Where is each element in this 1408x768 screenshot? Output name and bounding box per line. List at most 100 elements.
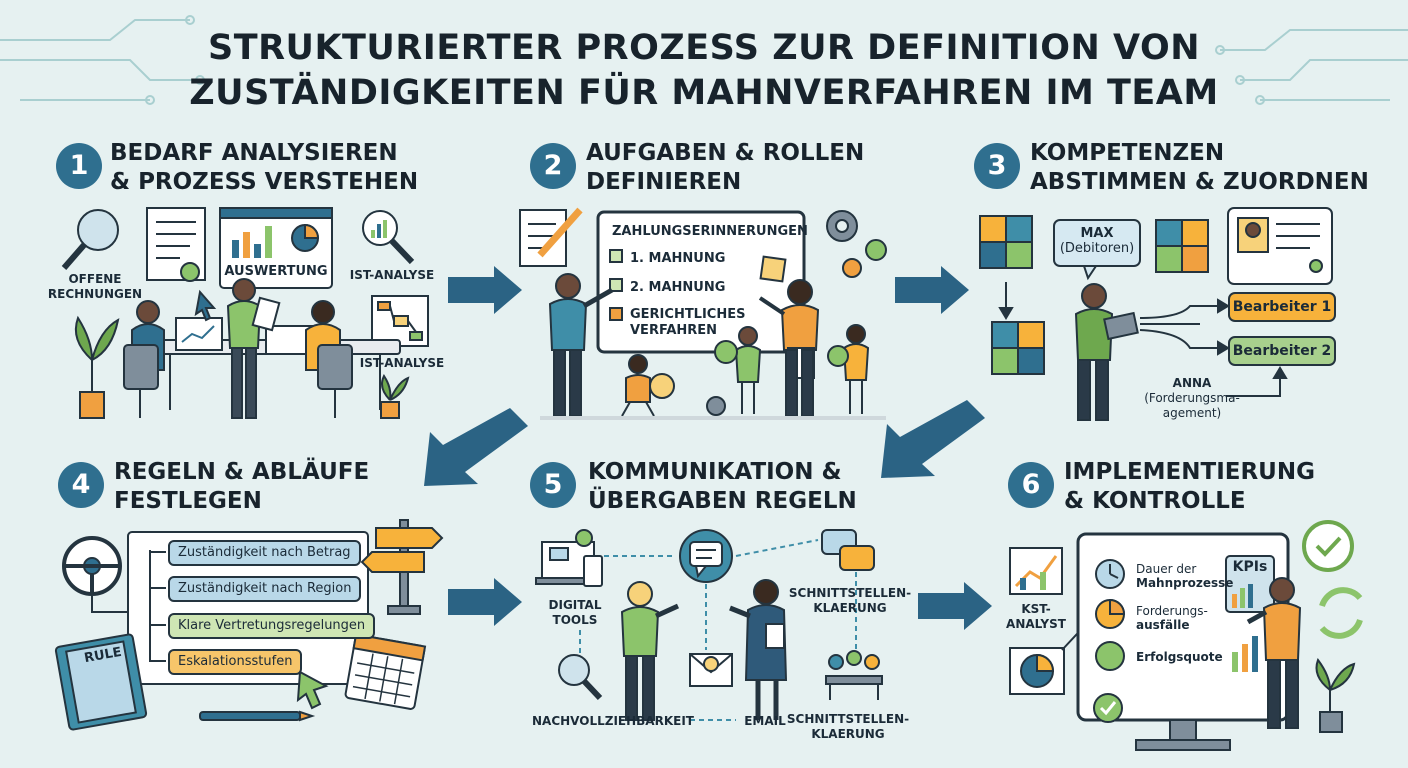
profile-card-icon [1227, 207, 1333, 285]
step6-number-badge: 6 [1008, 462, 1054, 508]
kpi-dauer: Dauer der Mahnprozesse [1136, 562, 1233, 590]
kpi-dauer-line2: Mahnprozesse [1136, 576, 1234, 590]
puzzle-icon-2 [991, 321, 1045, 375]
page-title-line2: ZUSTÄNDIGKEITEN FÜR MAHNVERFAHREN IM TEA… [189, 73, 1219, 113]
steering-wheel-icon [62, 536, 122, 596]
rule-tag-vertretung: Klare Vertretungsregelungen [168, 613, 376, 639]
step6-title-line2: & KONTROLLE [1064, 488, 1246, 514]
anna-name: ANNA [1172, 376, 1212, 390]
step5-illustration [535, 529, 883, 721]
arrow-step1-to-step2 [448, 266, 522, 314]
step3-illustration [979, 207, 1333, 421]
rule-tag-betrag: Zuständigkeit nach Betrag [168, 540, 361, 566]
gear-icons [706, 210, 887, 416]
anna-label: ANNA (Forderungsma- agement) [1140, 376, 1244, 421]
anna-role-line2: agement) [1162, 406, 1222, 420]
auswertung-label: AUSWERTUNG [224, 264, 328, 279]
analysis-magnifier-icon [362, 210, 415, 265]
step2-number-badge: 2 [530, 143, 576, 189]
board-item-3-line2: VERFAHREN [630, 323, 718, 338]
step4-title-line2: FESTLEGEN [114, 488, 262, 514]
document-icon [146, 207, 206, 282]
schnittstellen-top-line1: SCHNITTSTELLEN- [788, 586, 912, 600]
cursor-icon [296, 670, 329, 710]
step3-title-line1: KOMPETENZEN [1030, 140, 1225, 166]
schnittstellen-bottom-label: SCHNITTSTELLEN- KLAERUNG [786, 712, 910, 742]
step1-number-badge: 1 [56, 143, 102, 189]
step5-title-line2: ÜBERGABEN REGELN [588, 488, 857, 514]
puzzle-icon-1 [979, 215, 1033, 269]
puzzle-icon-3 [1155, 219, 1209, 273]
offene-label-line2: RECHNUNGEN [47, 287, 143, 301]
board-item-3: GERICHTLICHES VERFAHREN [630, 307, 745, 339]
nachvollziehbarkeit-label: NACHVOLLZIEHBARKEIT [532, 714, 694, 728]
step4-title-line1: REGELN & ABLÄUFE [114, 459, 370, 485]
step4-illustration [54, 519, 444, 731]
step2-title-line1: AUFGABEN & ROLLEN [586, 140, 865, 166]
plant-icon-right [1315, 657, 1356, 733]
kpi-forderungsausfaelle: Forderungs- ausfälle [1136, 604, 1208, 632]
board-item-1: 1. MAHNUNG [630, 251, 726, 266]
max-role: (Debitoren) [1059, 241, 1135, 256]
step3-number-badge: 3 [974, 143, 1020, 189]
digital-tools-label: DIGITAL TOOLS [530, 598, 620, 628]
kpi-dauer-line1: Dauer der [1136, 562, 1197, 576]
chat-bubble-icon [679, 529, 733, 583]
page-title-line1: STRUKTURIERTER PROZESS ZUR DEFINITION VO… [207, 28, 1200, 68]
pen-icon [199, 711, 301, 721]
schnittstellen-top-line2: KLAERUNG [813, 601, 887, 615]
arrow-step2-to-step4 [424, 408, 528, 486]
rule-tag-region: Zuständigkeit nach Region [168, 576, 362, 602]
rule-tag-eskalation: Eskalationsstufen [168, 649, 303, 675]
kst-label-line2: ANALYST [1006, 617, 1066, 631]
board-item-3-line1: GERICHTLICHES [630, 307, 746, 322]
arrow-step4-to-step5 [448, 578, 522, 626]
digital-label-line2: TOOLS [552, 613, 598, 627]
step5-number-badge: 5 [530, 462, 576, 508]
step1-illustration [61, 207, 429, 419]
rule-book-icon [54, 633, 148, 731]
schnittstellen-bottom-line2: KLAERUNG [811, 727, 885, 741]
arrow-step3-to-step5 [881, 400, 985, 478]
email-label: EMAIL [744, 714, 786, 728]
approval-check-icon [1302, 520, 1354, 572]
search-icon [558, 654, 603, 701]
chart-monitor-icon [219, 207, 333, 289]
step1-title-line2: & PROZESS VERSTEHEN [110, 169, 419, 195]
calendar-icon [344, 633, 427, 710]
schnittstellen-bottom-line1: SCHNITTSTELLEN- [786, 712, 910, 726]
kst-label-line1: KST- [1021, 602, 1051, 616]
meeting-icon [825, 650, 883, 700]
circuit-decoration-right [1215, 29, 1408, 105]
step5-title-line1: KOMMUNIKATION & [588, 459, 842, 485]
refresh-cycle-icon [1319, 587, 1363, 639]
circuit-decoration-left [0, 15, 205, 105]
board-title: ZAHLUNGSERINNERUNGEN [612, 224, 808, 239]
step2-illustration [519, 207, 887, 420]
message-bubbles-icon [821, 529, 875, 571]
offene-rechnungen-label: OFFENE RECHNUNGEN [40, 272, 150, 302]
arrow-step2-to-step3 [895, 266, 969, 314]
role-bearbeiter-1: Bearbeiter 1 [1228, 292, 1336, 322]
anna-role-line1: (Forderungsma- [1144, 391, 1240, 405]
max-name: MAX [1080, 226, 1114, 241]
small-plant-icon [380, 374, 410, 419]
kpi-forderungs-line1: Forderungs- [1136, 604, 1208, 618]
digital-label-line1: DIGITAL [548, 598, 602, 612]
arrow-step5-to-step6 [918, 582, 992, 630]
kst-analyst-label: KST- ANALYST [1004, 602, 1068, 632]
ist-analyse-top-label: IST-ANALYSE [349, 268, 435, 282]
max-label: MAX (Debitoren) [1056, 226, 1138, 256]
small-chart-icon [1009, 547, 1063, 595]
email-icon [689, 653, 733, 687]
step3-title-line2: ABSTIMMEN & ZUORDNEN [1030, 169, 1369, 195]
kpis-label: KPIs [1232, 559, 1268, 575]
kpi-forderungs-line2: ausfälle [1136, 618, 1190, 632]
flow-arrows [424, 266, 992, 630]
laptop-tablet-icon [535, 541, 603, 587]
schnittstellen-top-label: SCHNITTSTELLEN- KLAERUNG [788, 586, 912, 616]
step1-title-line1: BEDARF ANALYSIEREN [110, 140, 398, 166]
rules-panel [127, 531, 369, 685]
step2-title-line2: DEFINIEREN [586, 169, 742, 195]
